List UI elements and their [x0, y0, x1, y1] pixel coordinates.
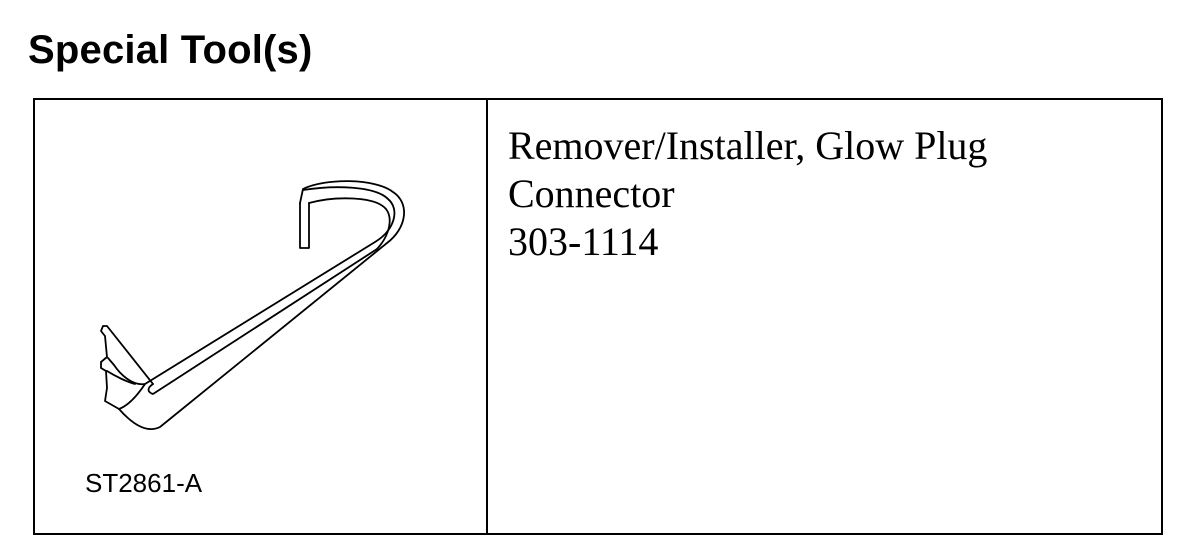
tool-illustration-cell: ST2861-A — [35, 100, 488, 533]
tool-description-cell: Remover/Installer, Glow Plug Connector 3… — [488, 100, 1161, 533]
glow-plug-connector-tool-icon — [100, 180, 405, 431]
tool-description: Remover/Installer, Glow Plug Connector 3… — [508, 122, 987, 266]
tool-part-number: 303-1114 — [508, 219, 659, 264]
figure-code: ST2861-A — [85, 468, 203, 498]
section-title: Special Tool(s) — [28, 28, 313, 72]
tool-name-line-1: Remover/Installer, Glow Plug — [508, 123, 988, 168]
tool-name-line-2: Connector — [508, 171, 675, 216]
special-tools-table: ST2861-A Remover/Installer, Glow Plug Co… — [33, 98, 1163, 535]
